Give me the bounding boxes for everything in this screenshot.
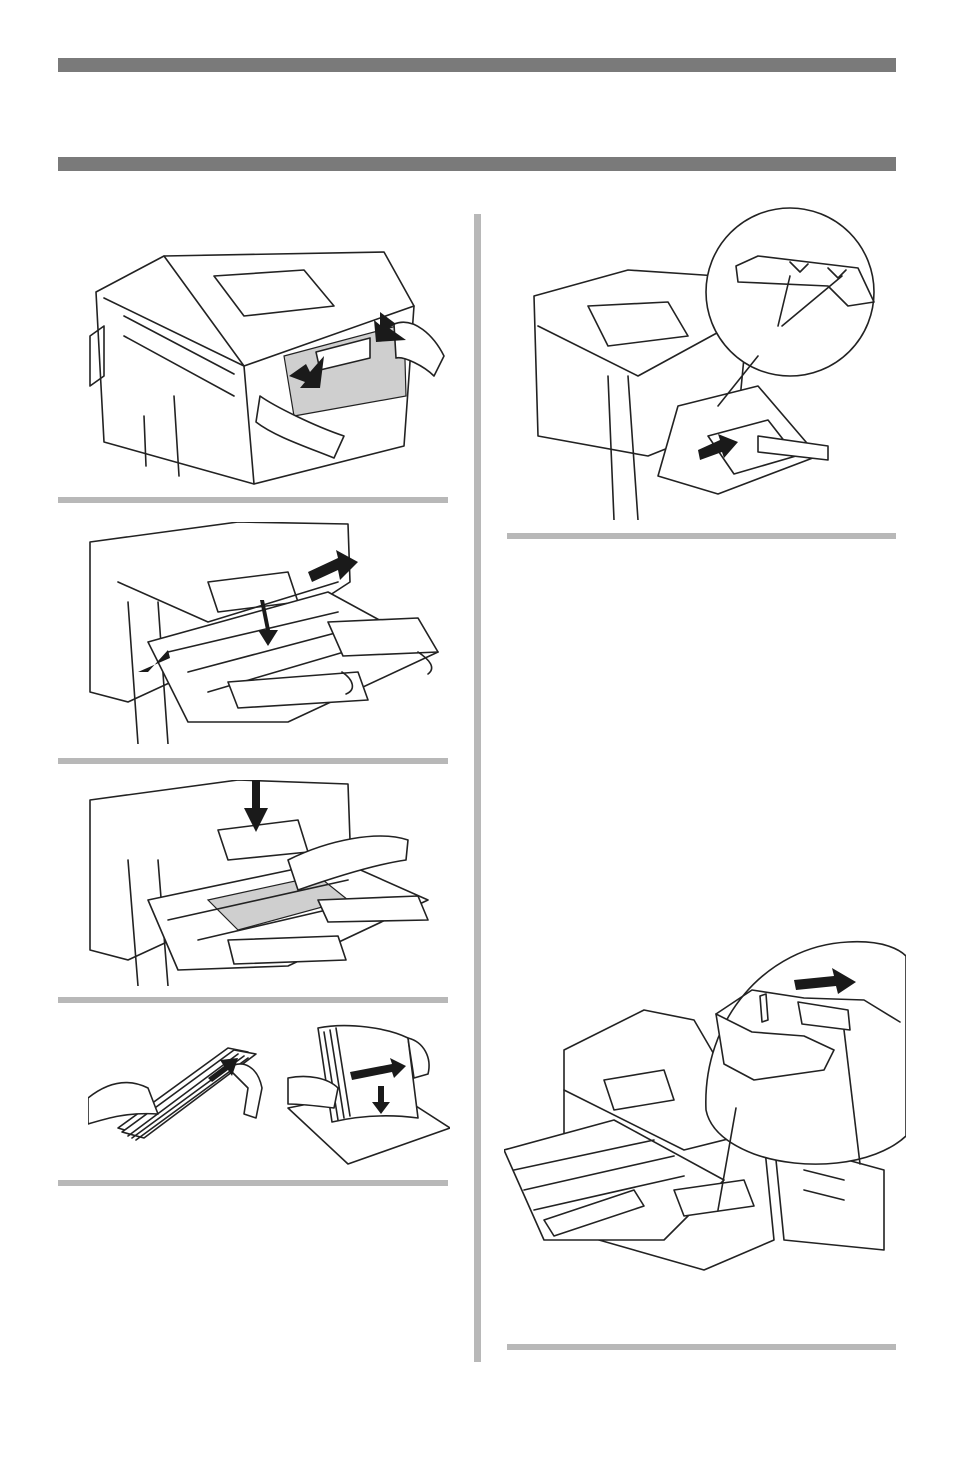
tray-extend-icon — [88, 522, 450, 744]
paper-guide-illustration — [504, 940, 906, 1276]
fan-paper-illustration — [88, 1018, 450, 1170]
mp-tray-extend-illustration — [88, 522, 450, 744]
press-plate-icon — [88, 780, 442, 986]
mp-tray-press-plate-illustration — [88, 780, 442, 986]
section-rule-4 — [58, 1180, 448, 1186]
column-divider — [474, 214, 481, 1362]
section-rule-2 — [58, 758, 448, 764]
load-paper-mp-tray-illustration — [528, 206, 894, 520]
section-rule-6 — [507, 1344, 896, 1350]
load-paper-icon — [528, 206, 894, 520]
section-rule-5 — [507, 533, 896, 539]
fan-paper-icon — [88, 1018, 450, 1170]
header-bottom-bar — [58, 157, 896, 171]
printer-front-cover-illustration — [84, 246, 454, 490]
section-rule-1 — [58, 497, 448, 503]
section-rule-3 — [58, 997, 448, 1003]
paper-guide-icon — [504, 940, 906, 1276]
header-top-bar — [58, 58, 896, 72]
printer-front-cover-icon — [84, 246, 454, 490]
